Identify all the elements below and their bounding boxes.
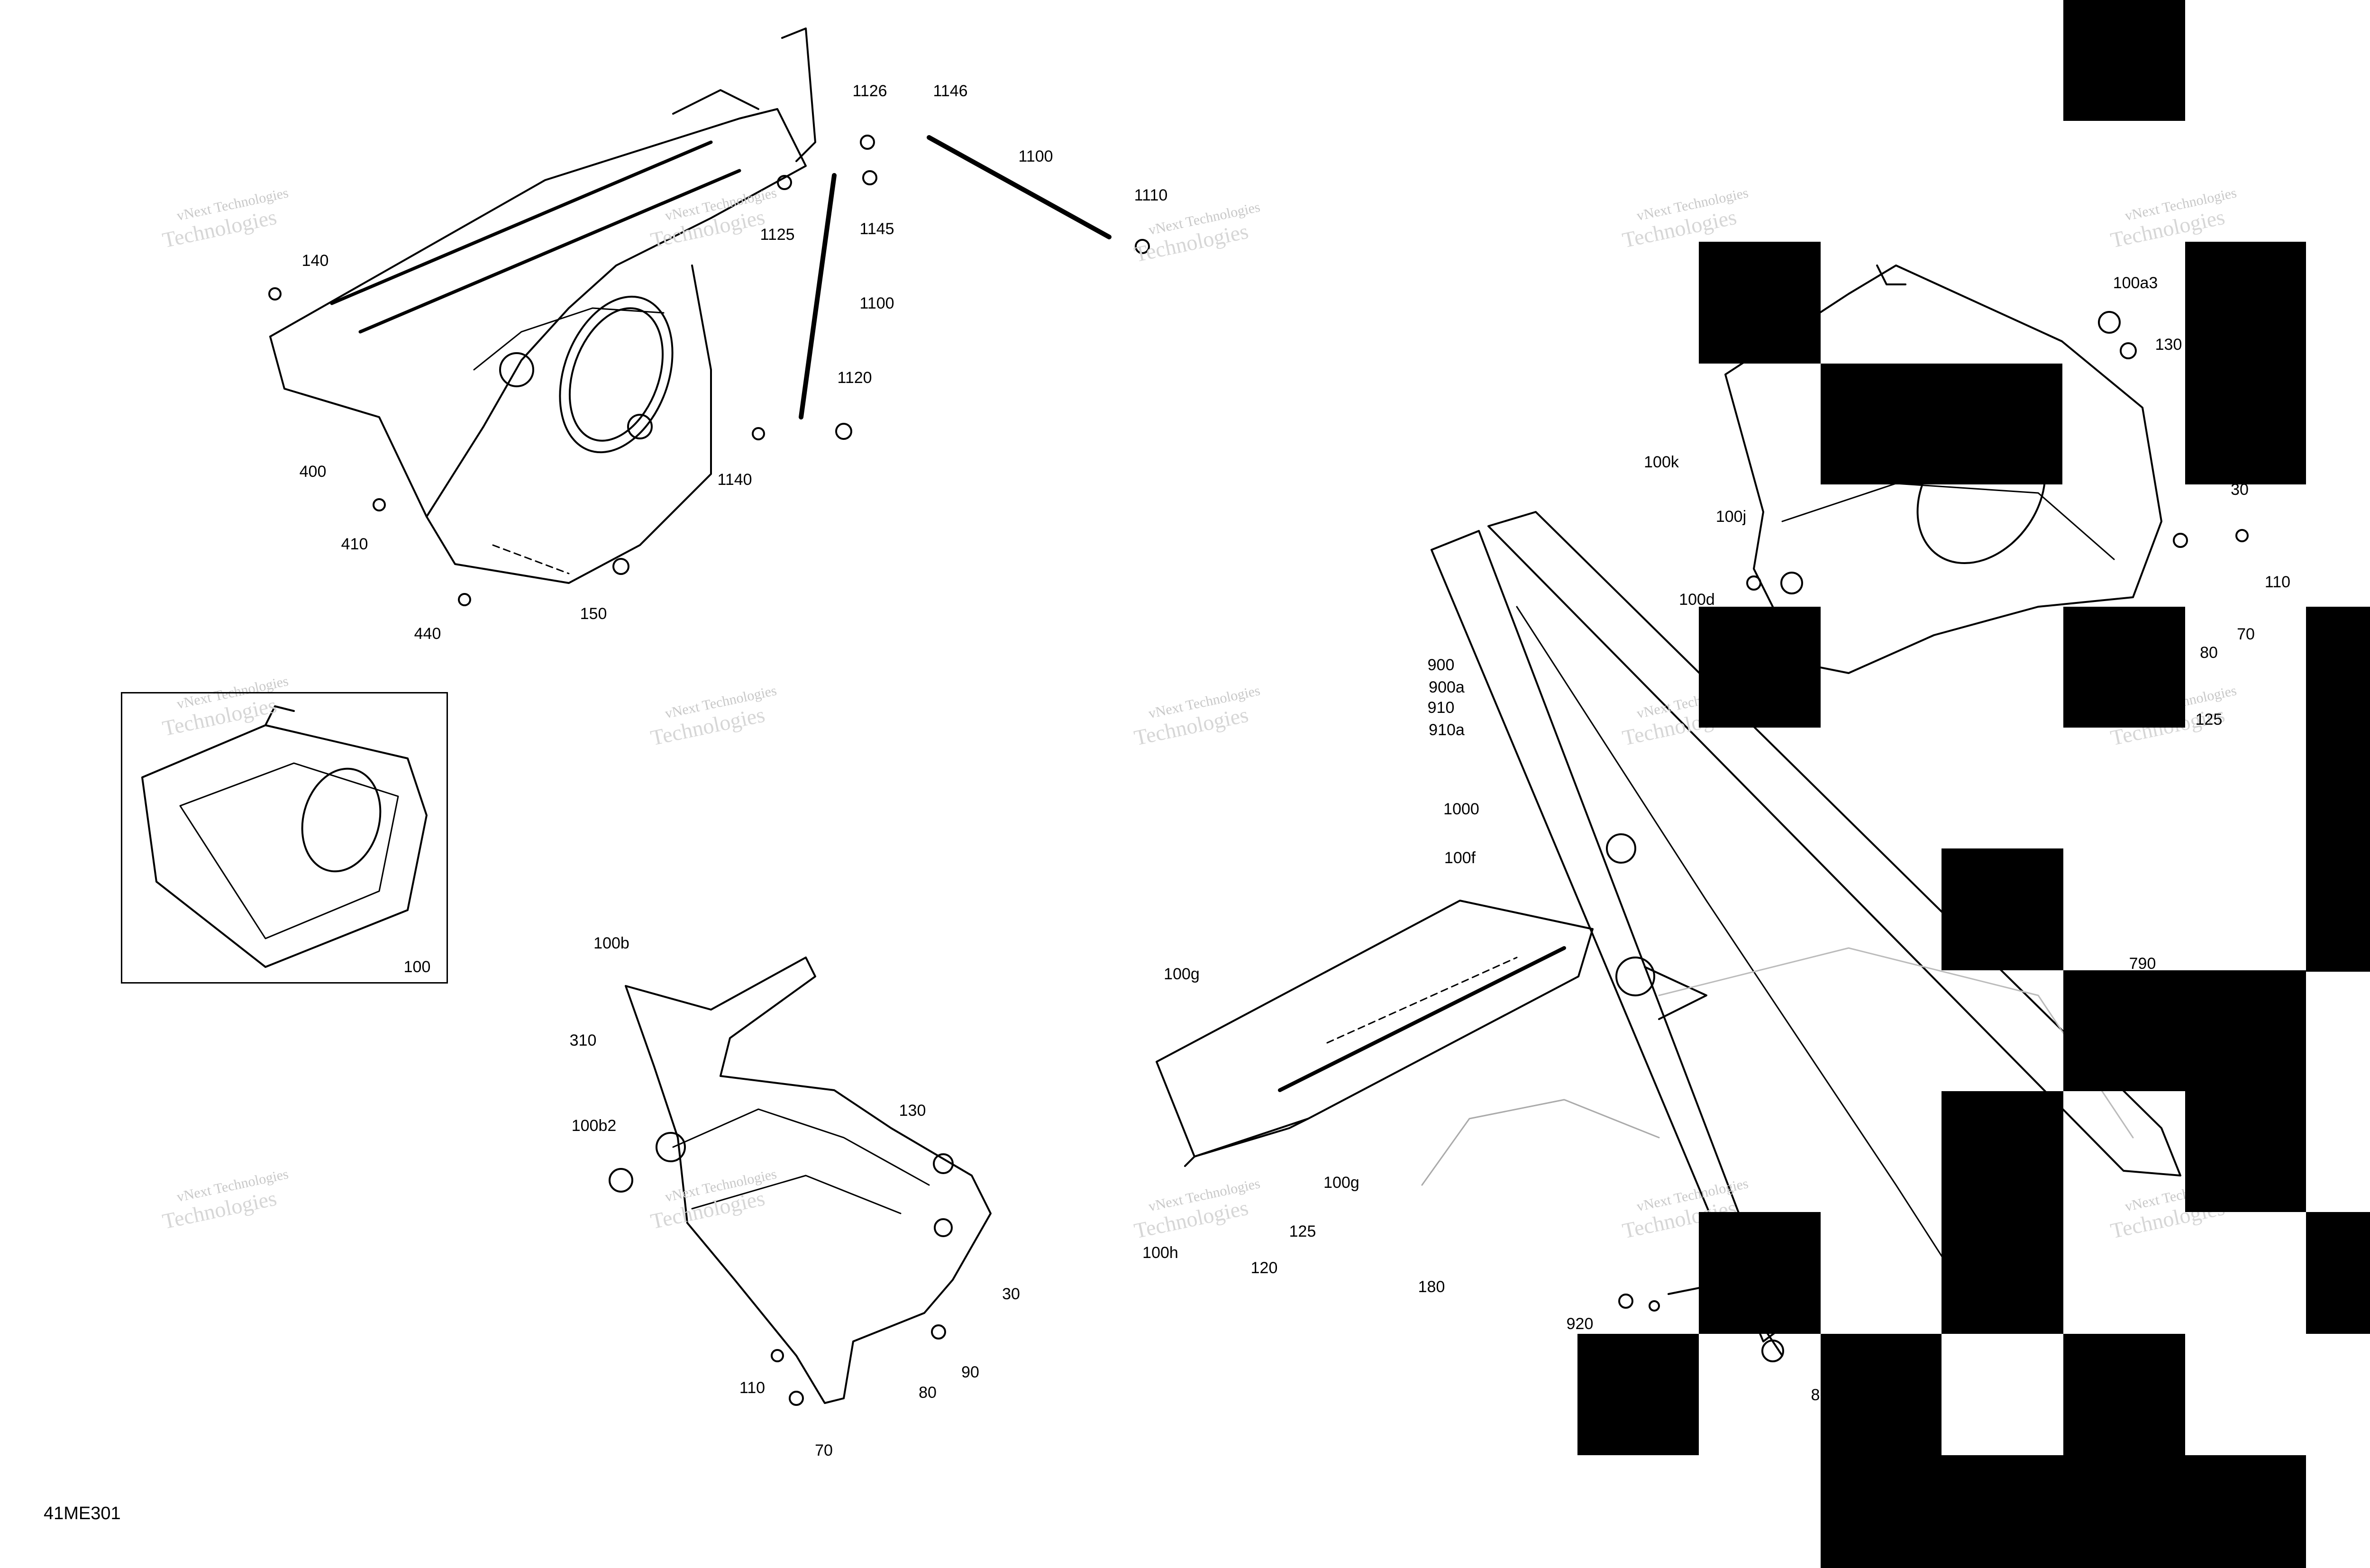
redaction-block <box>1699 242 1821 364</box>
callout-100b2: 100b2 <box>571 1117 617 1135</box>
callout-70b: 70 <box>2237 625 2255 643</box>
callout-400: 400 <box>299 463 327 481</box>
callout-125a: 125 <box>1289 1222 1316 1240</box>
callout-910: 910 <box>1427 699 1455 717</box>
callout-125b: 125 <box>2195 711 2223 729</box>
callout-120: 120 <box>1250 1259 1278 1277</box>
redaction-block <box>2185 242 2306 484</box>
callout-790: 790 <box>2129 955 2156 973</box>
callout-100a3: 100a3 <box>2113 274 2158 292</box>
callout-70a: 70 <box>815 1441 833 1459</box>
callout-100f: 100f <box>1444 849 1476 867</box>
document-code: 41ME301 <box>44 1504 121 1523</box>
redaction-block <box>2306 1212 2370 1334</box>
callout-410: 410 <box>341 535 368 553</box>
callout-100k: 100k <box>1644 453 1679 471</box>
redaction-block <box>1699 1212 1821 1334</box>
callout-80a: 80 <box>919 1384 937 1402</box>
callout-80b: 80 <box>2200 644 2218 662</box>
redaction-block <box>2185 1091 2306 1212</box>
callout-440: 440 <box>414 625 441 643</box>
redaction-block <box>2063 970 2306 1091</box>
callout-110b: 110 <box>2264 573 2291 591</box>
redaction-block <box>1699 607 1821 728</box>
strut-rod <box>927 135 1112 239</box>
callout-1000: 1000 <box>1443 800 1479 818</box>
redaction-block <box>1821 364 2062 484</box>
redaction-block <box>1821 1334 1942 1568</box>
front-bracket-assembly <box>609 957 992 1406</box>
callout-100g-b: 100g <box>1323 1174 1359 1192</box>
callout-30a: 30 <box>1002 1285 1020 1303</box>
redaction-block <box>2063 607 2185 728</box>
callout-110a: 110 <box>739 1379 766 1397</box>
callout-900: 900 <box>1427 656 1455 674</box>
inset-frame-drawing <box>141 705 428 968</box>
redaction-block <box>1577 1334 1699 1455</box>
callout-100h: 100h <box>1142 1244 1178 1262</box>
callout-100d: 100d <box>1679 591 1715 609</box>
redaction-block <box>1942 1091 2063 1334</box>
front-frame-assembly <box>269 27 816 584</box>
callout-910a: 910a <box>1429 721 1465 739</box>
skid-plate-assembly <box>1156 900 1594 1167</box>
callout-1146: 1146 <box>933 82 968 100</box>
callout-900a: 900a <box>1429 678 1465 696</box>
redaction-block <box>1942 1455 2306 1568</box>
callout-130a: 130 <box>899 1102 926 1120</box>
callout-1140: 1140 <box>717 471 752 489</box>
callout-1126: 1126 <box>852 82 887 100</box>
callout-920: 920 <box>1566 1315 1594 1333</box>
callout-140: 140 <box>301 252 329 270</box>
callout-90: 90 <box>961 1363 979 1381</box>
callout-150: 150 <box>580 605 607 623</box>
callout-1125: 1125 <box>760 226 795 244</box>
redaction-block <box>2063 0 2185 121</box>
callout-100g-a: 100g <box>1164 965 1200 983</box>
callout-8: 8 <box>1811 1386 1820 1404</box>
redaction-block <box>1942 848 2063 970</box>
redaction-block <box>2306 607 2370 972</box>
callout-130b: 130 <box>2155 336 2182 354</box>
callout-310: 310 <box>569 1031 597 1049</box>
redaction-block <box>2063 1334 2185 1455</box>
callout-1120: 1120 <box>837 369 872 387</box>
callout-1145: 1145 <box>859 220 894 238</box>
callout-100b: 100b <box>593 934 629 952</box>
callout-100j: 100j <box>1715 508 1747 526</box>
callout-1100b: 1100 <box>859 294 894 312</box>
inset-label: 100 <box>403 958 431 976</box>
inset-box <box>121 692 448 984</box>
callout-180: 180 <box>1418 1278 1445 1296</box>
callout-1100: 1100 <box>1018 147 1053 165</box>
callout-1110: 1110 <box>1134 186 1168 204</box>
